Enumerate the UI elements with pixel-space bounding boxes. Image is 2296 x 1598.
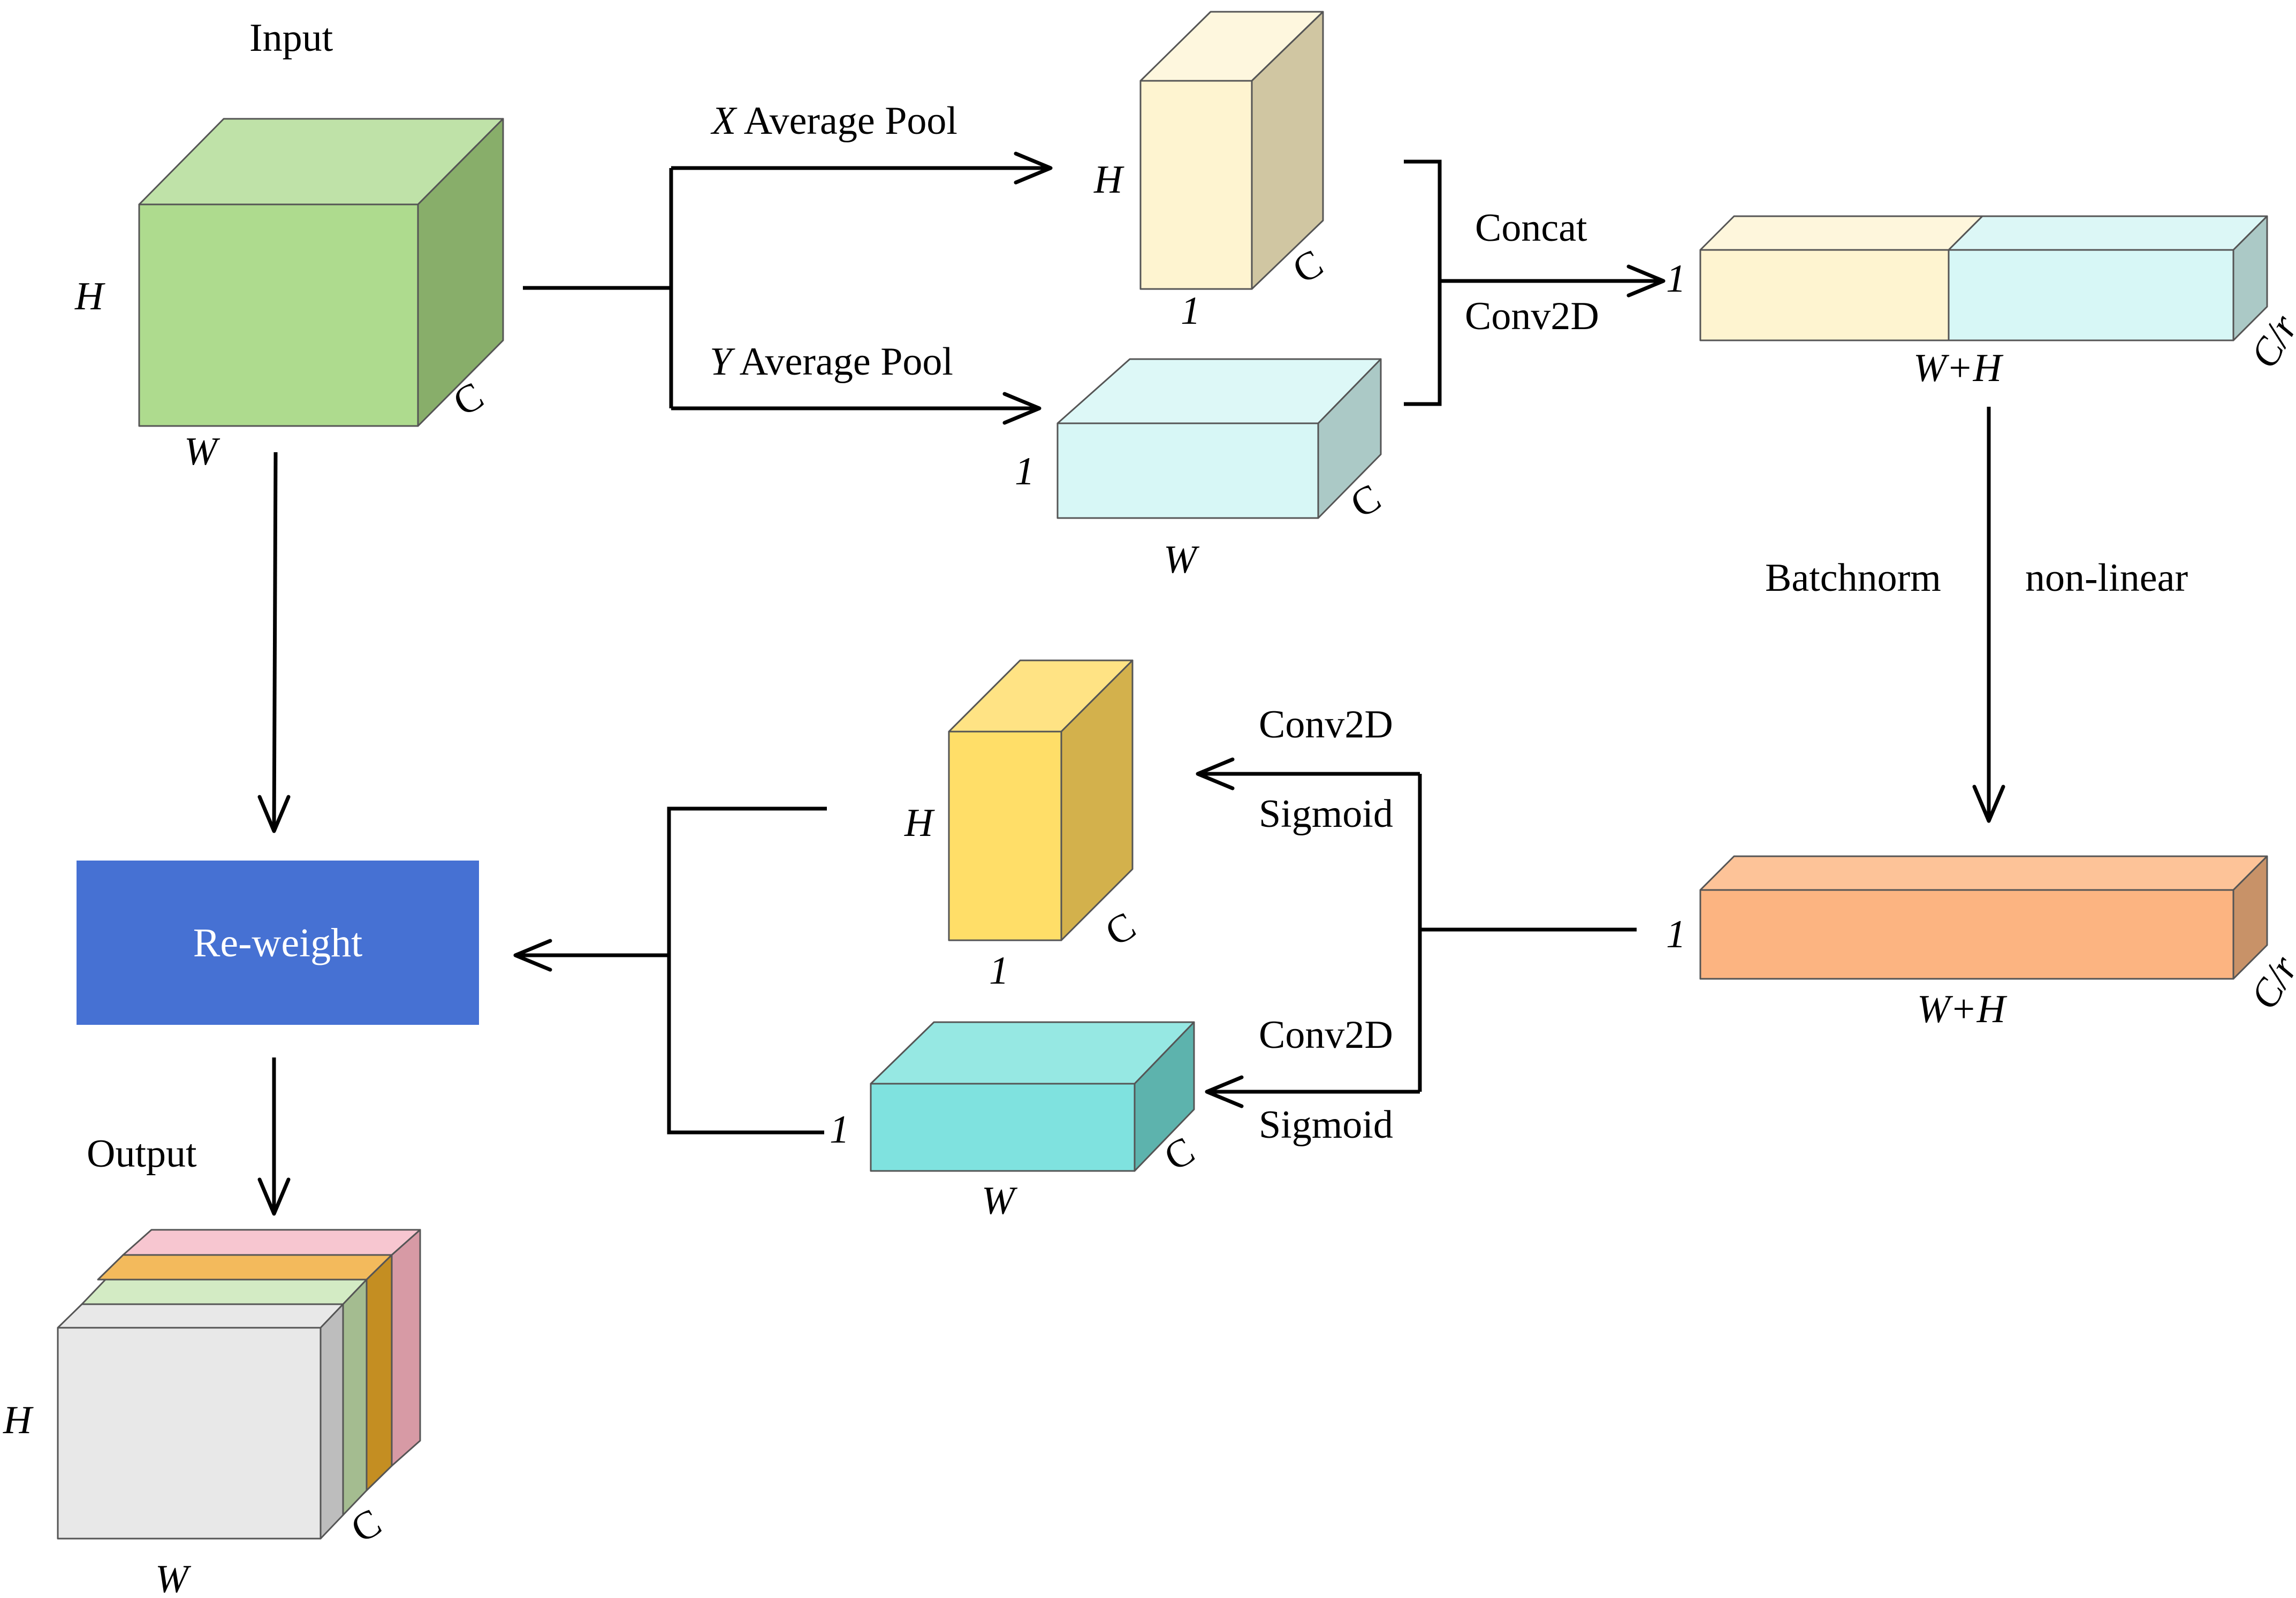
input-h-label: H xyxy=(74,275,105,318)
bn-bar-top xyxy=(1699,855,2268,891)
arrowhead-batchnorm xyxy=(1972,785,2005,823)
h-attention-cube xyxy=(948,659,1134,941)
w-attention-w-label: W xyxy=(982,1179,1018,1223)
output-layer-pink-top xyxy=(122,1229,421,1256)
x-pool-h-label: H xyxy=(1093,158,1124,202)
input-cube xyxy=(138,118,504,427)
output-layer-grey-front xyxy=(57,1327,322,1540)
y-pool-cube xyxy=(1056,358,1382,519)
output-layer-green-side xyxy=(342,1279,368,1516)
h-attention-cube-front xyxy=(948,730,1062,941)
arrowhead-input-reweight xyxy=(257,795,291,833)
y-pool-w-label: W xyxy=(1164,538,1200,582)
conv2d-lower-label: Conv2D xyxy=(1259,1013,1393,1057)
bn-bar-wh-label: W+H xyxy=(1917,987,2008,1031)
arrowhead-x-pool xyxy=(1014,151,1053,185)
arrowhead-y-pool xyxy=(1002,392,1041,425)
h-attention-h-label: H xyxy=(904,801,935,845)
concat-bar-front-left xyxy=(1699,249,1950,341)
batchnorm-label: Batchnorm xyxy=(1765,556,1941,600)
attention-split-connector xyxy=(1196,757,1637,1108)
reweight-merge-connector xyxy=(513,806,827,1135)
h-attention-one-label: 1 xyxy=(989,949,1009,993)
split-connector xyxy=(523,151,1053,425)
output-layer-grey-top xyxy=(57,1303,344,1329)
sigmoid-upper-label: Sigmoid xyxy=(1259,792,1393,836)
x-pool-one-label: 1 xyxy=(1181,289,1200,333)
arrowhead-w-attention xyxy=(1205,1075,1244,1108)
input-w-label: W xyxy=(184,430,221,474)
input-cube-front xyxy=(138,203,419,427)
reweight-to-output-arrow xyxy=(257,1057,291,1216)
y-pool-one-label: 1 xyxy=(1015,450,1035,493)
batchnorm-arrow xyxy=(1972,407,2005,823)
input-title: Input xyxy=(249,16,333,60)
concat-bar-wh-label: W+H xyxy=(1913,346,2004,390)
output-layer-orange-top xyxy=(97,1254,393,1281)
reweight-label: Re-weight xyxy=(193,920,363,965)
conv2d-upper-label: Conv2D xyxy=(1259,703,1393,747)
concat-bar-top-left xyxy=(1699,215,1983,251)
output-layer-orange-side xyxy=(366,1254,393,1492)
output-h-label: H xyxy=(3,1398,34,1442)
bn-bar-one-label: 1 xyxy=(1666,912,1686,956)
h-attention-c-label: C xyxy=(1098,904,1143,955)
arrowhead-output xyxy=(257,1177,291,1216)
y-pool-label: Y Average Pool xyxy=(710,340,953,384)
nonlinear-label: non-linear xyxy=(2025,556,2188,600)
concat-label: Concat xyxy=(1475,206,1587,250)
w-attention-cube-front xyxy=(870,1083,1136,1172)
concat-bar-top-right xyxy=(1948,215,2268,251)
output-stack xyxy=(57,1229,421,1540)
conv2d-top-label: Conv2D xyxy=(1465,294,1599,338)
output-layer-grey-side xyxy=(320,1303,344,1540)
bn-bar xyxy=(1699,855,2268,980)
w-attention-one-label: 1 xyxy=(830,1108,849,1152)
concat-bar xyxy=(1699,215,2268,341)
output-layer-pink-side xyxy=(391,1229,421,1467)
output-w-label: W xyxy=(155,1557,192,1598)
concat-bracket xyxy=(1404,159,1666,406)
output-layer-green-top xyxy=(81,1279,368,1305)
bn-bar-front xyxy=(1699,889,2234,980)
x-pool-cube xyxy=(1139,11,1324,290)
arrowhead-concat xyxy=(1626,264,1666,298)
x-pool-label: X Average Pool xyxy=(710,99,957,143)
output-title: Output xyxy=(87,1132,197,1176)
concat-bar-one-label: 1 xyxy=(1666,257,1686,301)
sigmoid-lower-label: Sigmoid xyxy=(1259,1103,1393,1147)
x-pool-cube-front xyxy=(1139,80,1253,290)
concat-bar-front-right xyxy=(1948,249,2234,341)
reweight-box xyxy=(77,861,479,1025)
y-pool-cube-front xyxy=(1056,422,1319,519)
input-to-reweight-arrow xyxy=(257,452,291,833)
arrowhead-h-attention xyxy=(1196,757,1235,790)
w-attention-cube xyxy=(870,1021,1195,1172)
arrowhead-reweight-merge xyxy=(513,939,552,972)
